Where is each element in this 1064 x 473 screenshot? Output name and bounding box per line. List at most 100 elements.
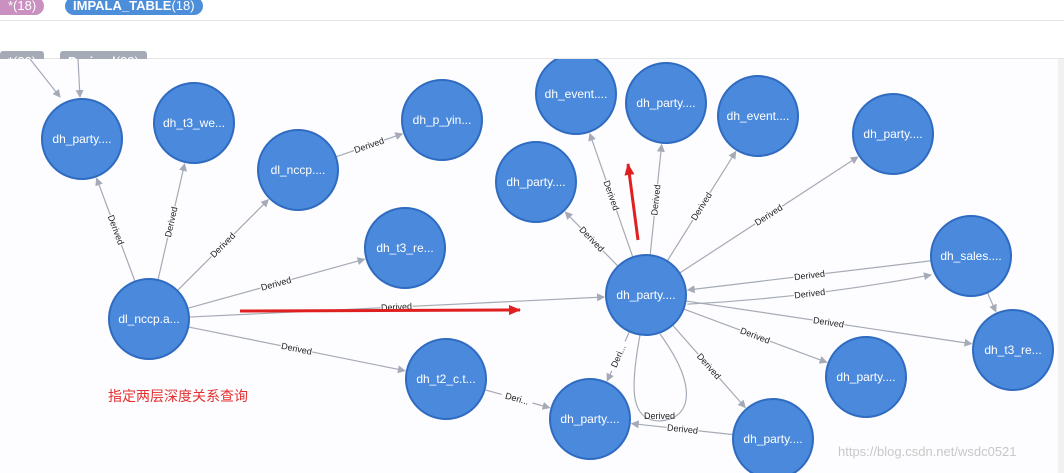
graph-node-circle[interactable] bbox=[930, 215, 1012, 297]
graph-node-circle[interactable] bbox=[825, 336, 907, 418]
graph-node-label: dh_p_yin... bbox=[413, 113, 472, 127]
edge-label-bg bbox=[812, 314, 846, 329]
edge-label: Derived bbox=[667, 422, 699, 435]
graph-node-circle[interactable] bbox=[257, 129, 339, 211]
edge[interactable] bbox=[986, 292, 997, 313]
edge-label-bg bbox=[606, 339, 629, 373]
graph-node-circle[interactable] bbox=[549, 378, 631, 460]
graph-node-label: dh_t2_c.t... bbox=[416, 372, 475, 386]
graph-node[interactable]: dh_party.... bbox=[549, 378, 631, 460]
edge-label-bg bbox=[207, 229, 237, 260]
graph-node[interactable]: dl_nccp.a... bbox=[108, 278, 190, 360]
relationship-type-bar: *(23) Derived(23) bbox=[0, 21, 1064, 73]
edge-label-bg bbox=[259, 273, 293, 292]
graph-node[interactable]: dh_party.... bbox=[495, 141, 577, 223]
edge-label-bg bbox=[351, 134, 386, 155]
all-labels-pill[interactable]: *(18) bbox=[0, 0, 45, 15]
graph-node-circle[interactable] bbox=[717, 75, 799, 157]
edge-label: Derived bbox=[353, 136, 386, 156]
graph-node[interactable]: dh_event.... bbox=[535, 59, 617, 135]
graph-node-circle[interactable] bbox=[495, 141, 577, 223]
graph-node-circle[interactable] bbox=[732, 398, 814, 473]
graph-node[interactable]: dh_party.... bbox=[732, 398, 814, 473]
graph-node-label: dh_party.... bbox=[560, 412, 619, 426]
edge-label: Derived bbox=[381, 301, 412, 312]
graph-node[interactable]: dh_t2_c.t... bbox=[405, 338, 487, 420]
edge-label: Derived bbox=[649, 184, 662, 216]
edge-label-bg bbox=[695, 350, 724, 381]
graph-node-label: dh_t3_re... bbox=[984, 343, 1041, 357]
edge-label-bg bbox=[648, 183, 662, 217]
graph-node[interactable]: dl_nccp.... bbox=[257, 129, 339, 211]
graph-node-label: dh_sales.... bbox=[940, 249, 1001, 263]
annotation-text: 指定两层深度关系查询 bbox=[108, 389, 248, 405]
edge-label: Derived bbox=[739, 326, 772, 346]
graph-node-circle[interactable] bbox=[972, 309, 1054, 391]
edge-label: Derived bbox=[208, 231, 237, 260]
highlight-arrows bbox=[239, 163, 640, 316]
graph-node-circle[interactable] bbox=[405, 338, 487, 420]
graph-node-label: dh_party.... bbox=[743, 432, 802, 446]
edge-label: Deri... bbox=[504, 391, 530, 407]
edge[interactable] bbox=[633, 333, 687, 422]
incoming-edge[interactable] bbox=[29, 59, 61, 98]
graph-node[interactable]: dh_party.... bbox=[605, 254, 687, 336]
nodes-layer: dh_party.... dh_t3_we... dl_nccp.... dh_p_y… bbox=[41, 59, 1054, 473]
incoming-edge[interactable] bbox=[75, 59, 84, 98]
graph-node-circle[interactable] bbox=[108, 278, 190, 360]
highlight-arrow-horizontal bbox=[239, 305, 521, 316]
graph-node-circle[interactable] bbox=[852, 93, 934, 175]
impala-table-label-name: IMPALA_TABLE bbox=[73, 0, 172, 13]
graph-node-circle[interactable] bbox=[153, 82, 235, 164]
graph-node-label: dh_party.... bbox=[863, 127, 922, 141]
graph-node[interactable]: dh_p_yin... bbox=[401, 79, 483, 161]
edge-label-bg bbox=[161, 205, 179, 239]
graph-node-label: dh_t3_we... bbox=[163, 116, 225, 130]
graph-node-label: dh_party.... bbox=[506, 175, 565, 189]
edge-label: Derived bbox=[753, 202, 784, 227]
edge-label-bg bbox=[500, 388, 535, 407]
edge-label-bg bbox=[602, 178, 623, 212]
graph-node[interactable]: dh_t3_we... bbox=[153, 82, 235, 164]
node-label-bar: *(18) IMPALA_TABLE(18) bbox=[0, 0, 1064, 21]
edge-label: Derived bbox=[689, 191, 714, 223]
graph-node[interactable]: dh_party.... bbox=[852, 93, 934, 175]
graph-node[interactable]: dh_sales.... bbox=[930, 215, 1012, 297]
edge-label: Derived bbox=[260, 275, 293, 293]
graph-node-circle[interactable] bbox=[401, 79, 483, 161]
highlight-arrow-vertical bbox=[624, 163, 640, 241]
edge-label-bg bbox=[577, 223, 608, 254]
vertical-scrollbar[interactable] bbox=[1058, 59, 1064, 473]
edge-label-bg bbox=[666, 421, 700, 435]
graph-node-circle[interactable] bbox=[364, 207, 446, 289]
graph-node-label: dh_party.... bbox=[836, 370, 895, 384]
graph-node[interactable]: dh_t3_re... bbox=[972, 309, 1054, 391]
graph-node-label: dh_party.... bbox=[636, 96, 695, 110]
edge-label-bg bbox=[792, 267, 826, 282]
graph-node-circle[interactable] bbox=[41, 98, 123, 180]
edge-label: Derived bbox=[794, 287, 826, 301]
edge-label: Deri... bbox=[609, 343, 628, 369]
graph-node-label: dl_nccp.a... bbox=[118, 312, 179, 326]
graph-node-circle[interactable] bbox=[605, 254, 687, 336]
edge-label: Derived bbox=[280, 341, 312, 357]
graph-node[interactable]: dh_t3_re... bbox=[364, 207, 446, 289]
graph-node-label: dh_party.... bbox=[52, 132, 111, 146]
graph-node[interactable]: dh_party.... bbox=[625, 62, 707, 144]
impala-table-label-pill[interactable]: IMPALA_TABLE(18) bbox=[65, 0, 203, 15]
graph-node-label: dh_t3_re... bbox=[376, 241, 433, 255]
graph-node-label: dl_nccp.... bbox=[271, 163, 326, 177]
graph-node[interactable]: dh_event.... bbox=[717, 75, 799, 157]
edge-label-bg bbox=[280, 339, 314, 356]
graph-node-circle[interactable] bbox=[625, 62, 707, 144]
watermark-text: https://blog.csdn.net/wsdc0521 bbox=[838, 444, 1017, 459]
edge-label-bg bbox=[106, 212, 128, 247]
edge-label: Derived bbox=[793, 269, 825, 283]
graph-node-circle[interactable] bbox=[535, 59, 617, 135]
graph-node-label: dh_event.... bbox=[545, 87, 608, 101]
graph-node[interactable]: dh_party.... bbox=[825, 336, 907, 418]
graph-node[interactable]: dh_party.... bbox=[41, 98, 123, 180]
